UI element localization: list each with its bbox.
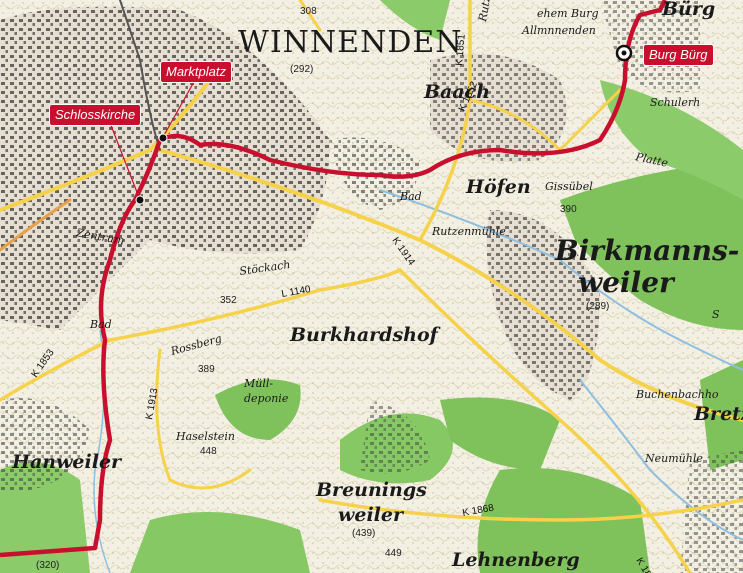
label-gissuebel: Gissübel [545, 180, 593, 193]
elev-352: 352 [220, 295, 237, 306]
poi-markers [135, 44, 633, 205]
elev-439: (439) [352, 528, 375, 539]
label-hoefen: Höfen [465, 176, 531, 198]
label-muell: Müll- [243, 377, 273, 390]
label-schulerh: Schulerh [650, 96, 700, 109]
road-l1140: L 1140 [281, 284, 312, 300]
elev-289: (289) [586, 301, 609, 312]
elev-292: (292) [290, 64, 313, 75]
label-neumuehle: Neumühle [644, 452, 703, 465]
label-birkmanns-2: weiler [578, 266, 676, 299]
elev-389: 389 [198, 364, 215, 375]
label-winnenden: WINNENDEN [238, 25, 463, 60]
road-k1851: K 1851 [454, 33, 468, 66]
label-haselstein: Haselstein [175, 430, 235, 443]
label-lehnenberg: Lehnenberg [451, 549, 580, 571]
label-s: S [712, 308, 720, 321]
label-ruetzenmuehle: Rutzenmühle [431, 225, 506, 238]
label-deponie: deponie [244, 392, 289, 405]
marker-schlosskirche[interactable]: Schlosskirche [49, 104, 142, 126]
label-breunings-2: weiler [338, 504, 405, 526]
marker-schlosskirche-label: Schlosskirche [55, 107, 136, 122]
marker-burg-buerg-label: Burg Bürg [649, 47, 708, 62]
elev-448: 448 [200, 446, 217, 457]
label-buchenbachhof: Buchenbachho [635, 388, 719, 401]
marker-marktplatz-label: Marktplatz [166, 64, 226, 79]
elev-320: (320) [36, 560, 59, 571]
label-burkhardshof: Burkhardshof [289, 324, 441, 346]
elev-390: 390 [560, 204, 577, 215]
label-hanweiler: Hanweiler [11, 451, 123, 473]
label-birkmanns: Birkmanns- [554, 234, 739, 267]
elev-308: 308 [300, 6, 317, 17]
label-bad-west: Bad [89, 318, 112, 331]
label-baach: Baach [423, 81, 490, 103]
label-ehem-burg: ehem Burg [537, 7, 599, 20]
label-allminnenden: Allmnnenden [521, 24, 596, 37]
road-k1913: K 1913 [144, 387, 160, 421]
label-bad-hoefen: Bad [399, 190, 422, 203]
marker-burg-buerg[interactable]: Burg Bürg [643, 44, 714, 66]
road-k1868: K 1868 [462, 503, 496, 519]
label-breunings: Breunings [315, 479, 427, 501]
elev-449: 449 [385, 548, 402, 559]
hiking-route [0, 0, 668, 558]
label-buerg: Bürg [661, 0, 715, 20]
marker-marktplatz[interactable]: Marktplatz [160, 61, 232, 83]
label-bretz: Bretz [693, 403, 743, 425]
